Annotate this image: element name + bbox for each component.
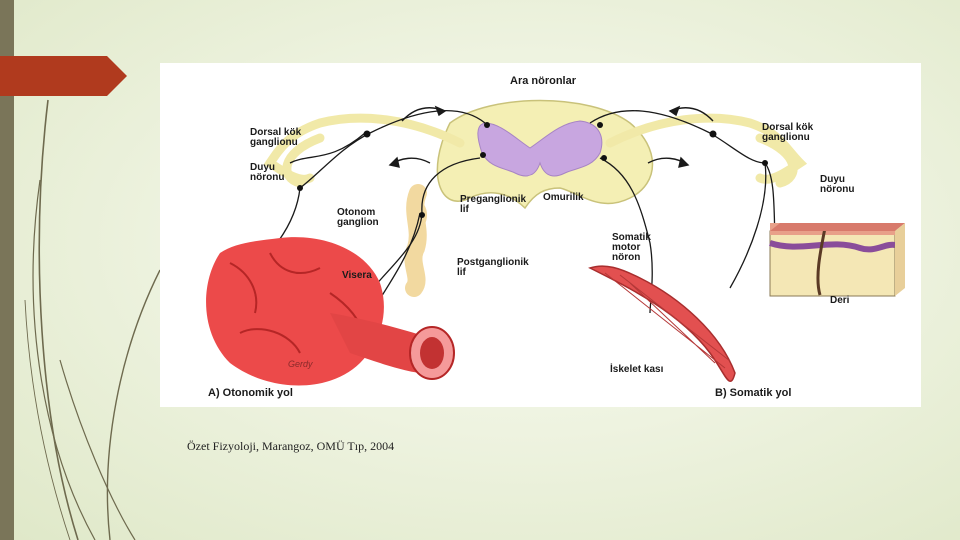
label-somatik-motor-noron: Somatik motor nöron (612, 232, 651, 263)
direction-arrows (388, 105, 714, 168)
skeletal-muscle (588, 265, 736, 382)
label-visera: Visera (342, 270, 372, 281)
title-arrow-tab (0, 56, 127, 96)
nerve-roots (263, 113, 808, 188)
label-dorsal-kok-left: Dorsal kök ganglionu (250, 127, 302, 148)
label-iskelet-kasi: İskelet kası (610, 364, 664, 375)
source-caption: Özet Fizyoloji, Marangoz, OMÜ Tıp, 2004 (187, 439, 395, 453)
label-duyu-noronu-left: Duyu nöronu (250, 162, 285, 183)
label-somatik-yol: B) Somatik yol (715, 387, 792, 399)
label-dorsal-kok-right: Dorsal kök ganglionu (762, 122, 814, 143)
nervous-system-diagram: Ara nöronlar Dorsal kök ganglionu Dorsal… (160, 63, 921, 407)
skin-block (769, 223, 905, 297)
viscera-intestine (206, 237, 455, 386)
diagram-artwork (206, 99, 905, 386)
label-otonomik-yol: A) Otonomik yol (208, 387, 293, 399)
label-postganglionik-lif: Postganglionik lif (457, 257, 529, 278)
label-deri: Deri (830, 295, 850, 306)
left-accent-bar (0, 0, 14, 540)
label-ara-noronlar: Ara nöronlar (510, 75, 577, 87)
label-duyu-noronu-right: Duyu nöronu (820, 174, 855, 195)
label-omurilik: Omurilik (543, 192, 584, 203)
artist-signature: Gerdy (288, 359, 313, 369)
label-otonom-ganglion: Otonom ganglion (337, 207, 379, 228)
neuron-cell-bodies (297, 122, 768, 218)
label-preganglionik-lif: Preganglionik lif (460, 194, 527, 215)
decorative-lines (24, 99, 161, 540)
